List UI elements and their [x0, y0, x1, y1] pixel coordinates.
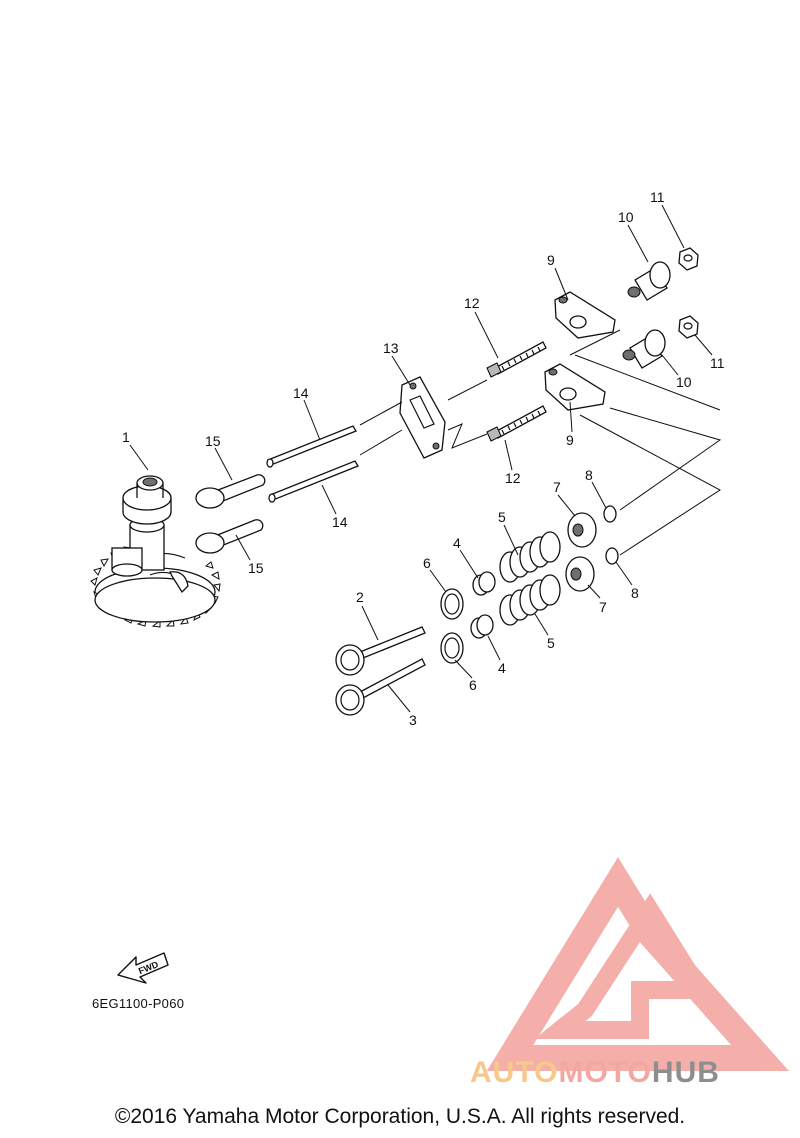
callout-9a: 9: [547, 252, 555, 268]
callout-7a: 7: [553, 479, 561, 495]
rocker-stud-upper: [486, 341, 547, 378]
valve-lifter-lower: [195, 519, 264, 554]
valve-cotter-lower: [605, 547, 619, 565]
push-rod-upper: [266, 425, 357, 468]
intake-valve: [335, 626, 426, 676]
brand-wordmark: AUTOMOTOHUB: [470, 1056, 720, 1090]
callout-6b: 6: [469, 677, 477, 693]
callout-7b: 7: [599, 599, 607, 615]
spring-retainer-lower: [565, 556, 595, 592]
rocker-arm-lower: [544, 363, 606, 411]
spring-seat-washer-lower: [440, 632, 464, 664]
push-rod-guide-plate: [399, 376, 446, 459]
callout-6a: 6: [423, 555, 431, 571]
callout-11b: 11: [710, 355, 725, 371]
rocker-stud-lower: [486, 405, 547, 442]
rocker-arm-upper: [554, 291, 616, 339]
rocker-pivot-lower: [622, 329, 666, 369]
callout-12b: 12: [505, 470, 521, 486]
callout-15b: 15: [248, 560, 264, 576]
rocker-pivot-upper: [627, 261, 671, 301]
callout-3: 3: [409, 712, 417, 728]
valve-stem-seal-upper: [472, 571, 496, 596]
callout-5a: 5: [498, 509, 506, 525]
spring-retainer-upper: [567, 512, 597, 548]
valve-cotter-upper: [603, 505, 617, 523]
callout-8b: 8: [631, 585, 639, 601]
callout-15a: 15: [205, 433, 221, 449]
push-rod-lower: [268, 460, 359, 503]
valve-spring-upper: [499, 531, 561, 583]
brand-part-moto: MOTO: [558, 1056, 652, 1089]
valve-spring-lower: [499, 574, 561, 626]
copyright-notice: ©2016 Yamaha Motor Corporation, U.S.A. A…: [114, 1105, 686, 1128]
fwd-arrow-icon: FWD: [117, 952, 169, 984]
callout-13: 13: [383, 340, 399, 356]
valve-lifter-upper: [195, 474, 266, 509]
automotohub-logo-mark: [486, 857, 789, 1071]
callout-12a: 12: [464, 295, 480, 311]
callout-10a: 10: [618, 209, 634, 225]
lock-nut-upper: [678, 247, 699, 271]
exhaust-valve: [335, 658, 426, 716]
leader-lines: [129, 204, 713, 713]
callout-9b: 9: [566, 432, 574, 448]
callout-5b: 5: [547, 635, 555, 651]
callout-1: 1: [122, 429, 130, 445]
valve-stem-seal-lower: [470, 614, 494, 639]
callout-14b: 14: [332, 514, 348, 530]
callout-14a: 14: [293, 385, 309, 401]
callout-2: 2: [356, 589, 364, 605]
spring-seat-washer-upper: [440, 588, 464, 620]
callout-4b: 4: [498, 660, 506, 676]
callout-11a: 11: [650, 189, 665, 205]
lock-nut-lower: [678, 315, 699, 339]
camshaft-gear: [90, 475, 221, 628]
callout-4a: 4: [453, 535, 461, 551]
diagram-code: 6EG1100-P060: [92, 996, 185, 1011]
callout-8a: 8: [585, 467, 593, 483]
callout-10b: 10: [676, 374, 692, 390]
assembly-reference-lines: [359, 329, 722, 556]
brand-part-auto: AUTO: [470, 1056, 559, 1089]
brand-part-hub: HUB: [651, 1056, 720, 1089]
